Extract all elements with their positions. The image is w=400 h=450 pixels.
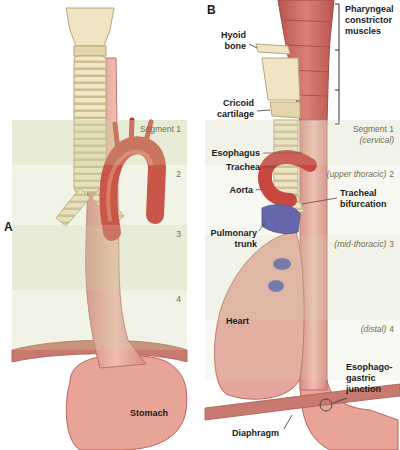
- part-label: Trachea: [205, 162, 260, 173]
- segment-label: Segment 1: [353, 124, 394, 135]
- part-label: Pulmonary trunk: [205, 228, 257, 250]
- segment-band: (mid-thoracic)3: [205, 235, 400, 320]
- panel-letter: A: [4, 220, 20, 234]
- segment-label: 4: [176, 294, 181, 305]
- segment-label: 3: [176, 229, 181, 240]
- part-label: Pharyngeal constrictor muscles: [345, 4, 399, 37]
- segment-label: Segment 1: [140, 124, 181, 135]
- segment-band: 3: [12, 225, 187, 290]
- part-label: Cricoid cartilage: [210, 98, 254, 120]
- part-label: Aorta: [205, 185, 253, 196]
- part-label: Stomach: [130, 408, 180, 419]
- segment-band: 2: [12, 165, 187, 225]
- part-label: Tracheal bifurcation: [340, 188, 397, 210]
- segment-label: 2: [389, 169, 394, 180]
- segment-label: (mid-thoracic): [334, 239, 386, 250]
- part-label: Diaphragm: [232, 428, 284, 439]
- part-label: Esophagus: [205, 148, 260, 159]
- part-label: Heart: [226, 316, 266, 327]
- segment-label: 4: [389, 324, 394, 335]
- part-label: Hyoid bone: [210, 30, 246, 52]
- panel-b-art: [205, 0, 400, 450]
- panel-letter: B: [207, 3, 223, 17]
- segment-band: Segment 1: [12, 120, 187, 165]
- segment-band: Segment 1(cervical): [205, 120, 400, 165]
- segment-label: 3: [389, 239, 394, 250]
- segment-label: (distal): [361, 324, 387, 335]
- segment-band: 4: [12, 290, 187, 350]
- segment-label: (upper thoracic): [327, 169, 387, 180]
- panel-a-art: [12, 8, 187, 450]
- segment-label: (cervical): [360, 135, 394, 146]
- part-label: Esophago-gastric junction: [346, 362, 398, 395]
- segment-label: 2: [176, 169, 181, 180]
